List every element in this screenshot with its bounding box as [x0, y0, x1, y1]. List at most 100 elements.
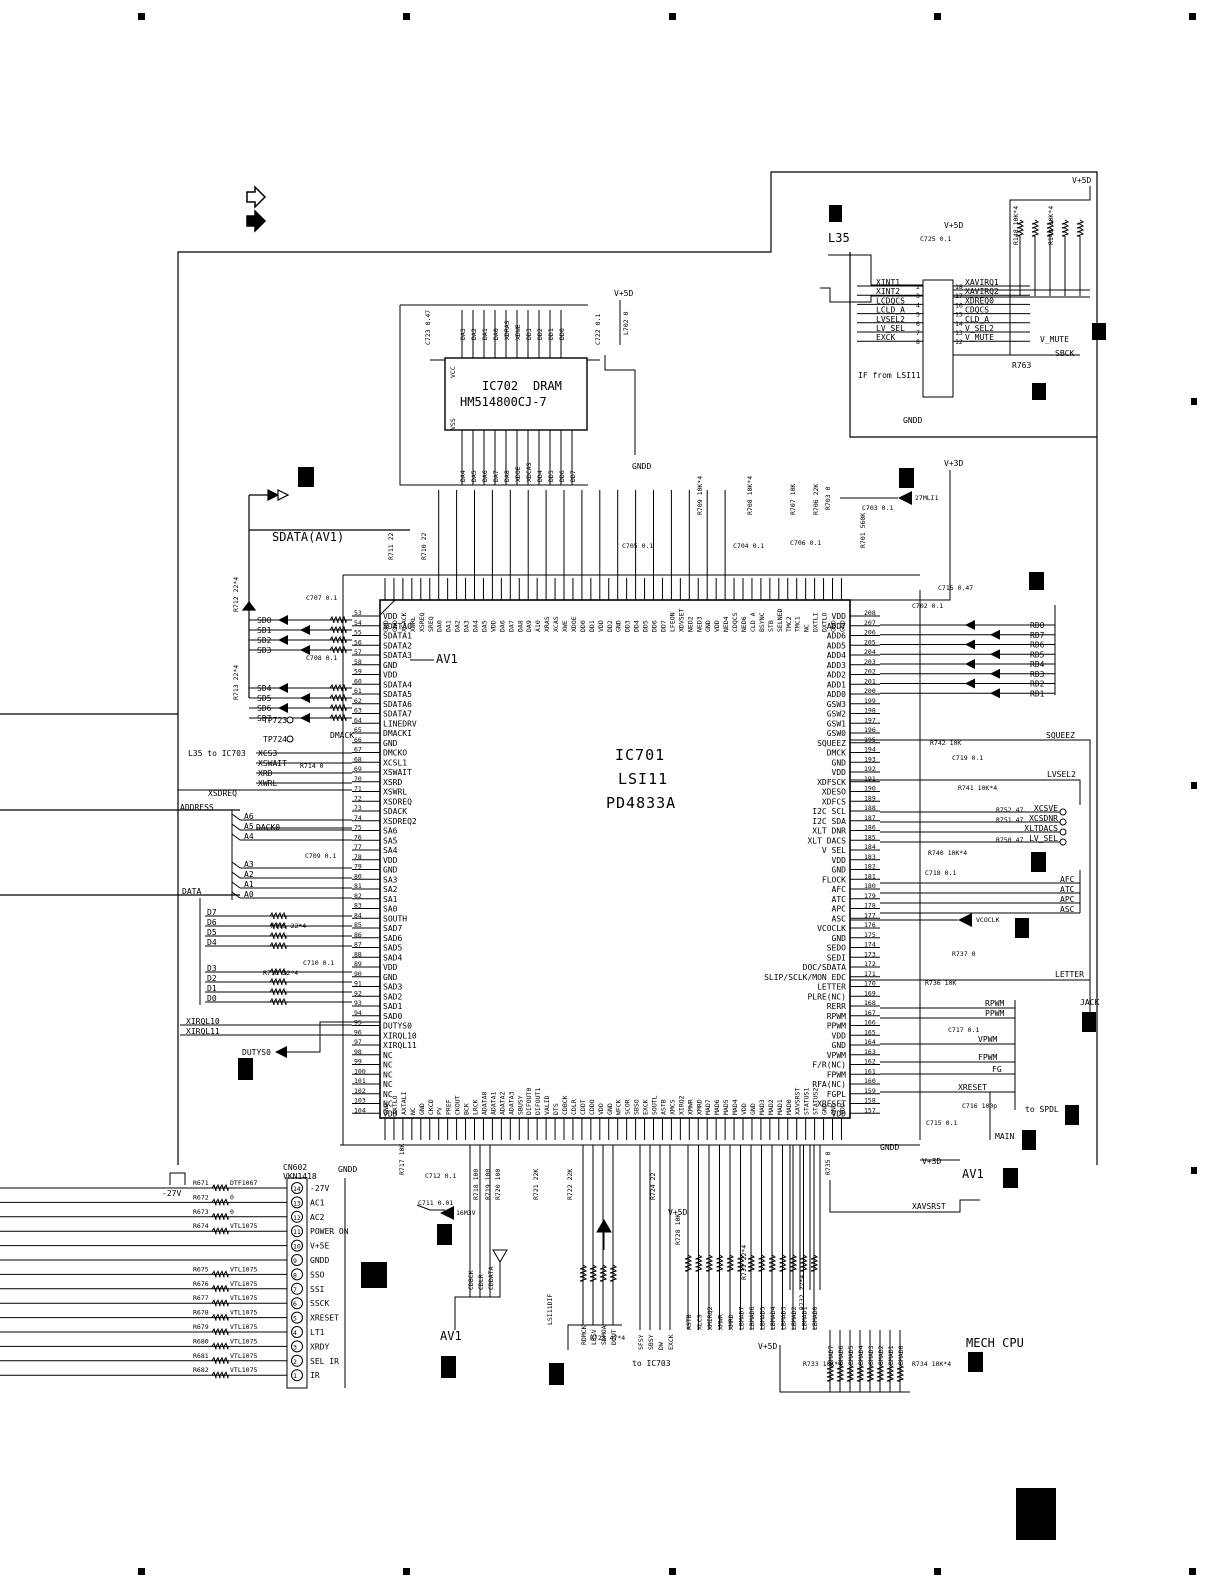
bmad-label: BMAD1: [887, 1345, 895, 1365]
ic701-left-pin-number: 54: [354, 619, 362, 627]
ic701-bottom-pin-name: DIFOUT0: [525, 1088, 533, 1115]
right-ctrl-terminal: [1059, 828, 1067, 836]
mech-bottom-label: XMIRQ2: [706, 1306, 714, 1330]
ic701-left-pin-number: 92: [354, 989, 362, 997]
bmad-label: BMAD4: [857, 1345, 865, 1365]
dack-label: DACK0: [256, 823, 280, 832]
cn602-resistor: [211, 1371, 229, 1379]
ic701-right-pin-number: 183: [864, 853, 876, 861]
ic701-right-pin-name: SEDI: [827, 953, 846, 962]
ic702-type: DRAM: [533, 379, 562, 393]
ic701-bottom-pin-name: NC: [409, 1107, 417, 1115]
cn602-pin-circle: [291, 1340, 303, 1353]
vcoclk-label: VCOCLK: [976, 916, 1000, 924]
ic701-left-pin-name: NC: [383, 1070, 393, 1079]
ic701-right-pin-name: LETTER: [817, 983, 846, 992]
ic702-top-pin-name: DA0: [492, 328, 500, 340]
cn602-pin-circle: [291, 1239, 303, 1252]
cn602-resistor-value: VTL1075: [230, 1337, 257, 1345]
cn602-pin-name: SSO: [310, 1270, 325, 1279]
ic701-left-pin-number: 80: [354, 872, 362, 880]
if-bottom-label: DW: [657, 1342, 665, 1350]
bmad-label: BMAD2: [877, 1345, 885, 1365]
ic701-right-pin-name: XLT DACS: [807, 836, 846, 845]
cn602-pin-name: SEL IR: [310, 1357, 339, 1366]
ic701-bottom-pin-name: XMWR: [686, 1099, 694, 1115]
ic701-bottom-pin-name: XAVSRST: [794, 1088, 802, 1115]
capacitor-label: C715 0.1: [926, 1119, 957, 1127]
capacitor-label: C716 100p: [962, 1102, 997, 1110]
ic701-right-pin-name: RPWM: [827, 1012, 846, 1021]
right-analog-label: ASC: [1060, 905, 1075, 914]
l35-pullup: [1016, 219, 1025, 237]
l35-out-pin: 16: [955, 301, 963, 309]
ic702-top-pin-name: DD3: [525, 328, 533, 340]
ic701-right-pin-name: FLOCK: [822, 875, 846, 884]
l35-in-label: LCDQCS: [876, 296, 905, 305]
ic701-left-pin-number: 73: [354, 804, 362, 812]
duty-label: DUTYS0: [242, 1048, 271, 1057]
ic701-right-pin-number: 172: [864, 960, 876, 968]
l35-block: [820, 186, 1091, 398]
ic702-box: [399, 304, 588, 486]
cn602-resistor: [211, 1313, 229, 1321]
ic701-left-pin-number: 97: [354, 1038, 362, 1046]
ic701-right-pin-number: 188: [864, 804, 876, 812]
capacitor-label: C719 0.1: [952, 754, 983, 762]
ic701-top-pin-name: DA0: [436, 620, 444, 632]
ic701-right-pin-number: 170: [864, 980, 876, 988]
ic701-bottom-pin-name: AXTALI: [400, 1091, 408, 1115]
to-ic703-label: to IC703: [632, 1359, 671, 1368]
ic701-top-pin-name: GND: [704, 620, 712, 632]
ic701-right-pin-name: PLRE(NC): [807, 992, 846, 1001]
xirq-label: XIRQL10: [186, 1017, 220, 1026]
ic701-top-pin-name: XWRL: [409, 616, 417, 632]
ic701-bottom-pin-name: XMRD: [695, 1099, 703, 1115]
sub-bottom-label: LRSV: [590, 1329, 598, 1345]
resistor-label: R720 100: [494, 1169, 502, 1200]
m27v-label: -27V: [162, 1189, 181, 1198]
bmad-label: BMAD6: [837, 1345, 845, 1365]
mech-bottom-label: LBMAD7: [738, 1306, 746, 1330]
ic701-bottom-pin-name: MAD7: [704, 1099, 712, 1115]
right-analog-label: APC: [1060, 895, 1075, 904]
ic701-left-pin-name: XSWAIT: [383, 768, 412, 777]
ic701-bottom-pin-name: MAD4: [731, 1099, 739, 1115]
ic702-bottom-pin-name: DA4: [459, 470, 467, 482]
ic701-top-pin-name: DA2: [454, 620, 462, 632]
data-bus-label: D3: [207, 964, 217, 973]
ic701-top-pin-name: XWE: [561, 620, 569, 632]
ic702-vcc: VCC: [449, 366, 457, 378]
ic701-left-pin-name: SOUTH: [383, 914, 407, 923]
clk27-label: 27MLI1: [915, 494, 939, 502]
cn602-pin-name: GNDD: [310, 1256, 329, 1265]
ic701-bottom-pin-name: GND: [821, 1103, 829, 1115]
mech-bottom-label: ASTB: [685, 1314, 693, 1330]
l35-in-label: XINT1: [876, 278, 900, 287]
right-ctrl-label: XLTDACS: [1024, 824, 1058, 833]
ic701-left-pin-number: 102: [354, 1087, 366, 1095]
ic701-left-pin-name: GND: [383, 866, 398, 875]
cn602-resistor-ref: R671: [193, 1179, 209, 1187]
ic701-left-pin-name: SDATA2: [383, 641, 412, 650]
mech-bottom-label: XMRD: [727, 1314, 735, 1330]
sd-arrow: [278, 615, 288, 625]
ic701-left-pin-number: 75: [354, 824, 362, 832]
ic701-top-pin-name: XDVSET: [677, 608, 685, 632]
ic701-top-pin-name: DD0: [579, 620, 587, 632]
ic701-left-pin-name: XSRD: [383, 778, 402, 787]
ic702-top-pin-name: DA2: [470, 328, 478, 340]
ic701-right-pin-name: ADD1: [827, 680, 846, 689]
ic701-bottom-pin-name: CDLR: [570, 1099, 578, 1115]
ic701-top-pin-name: VDD: [597, 620, 605, 632]
cn602-resistor-ref: R674: [193, 1222, 209, 1230]
ic701-right-pin-number: 190: [864, 785, 876, 793]
cn602-pin-circle: [291, 1297, 303, 1310]
ic701-right-pin-name: VPWM: [827, 1051, 846, 1060]
ic701-top-pin-name: DD5: [642, 620, 650, 632]
address-label: A3: [244, 860, 254, 869]
ic701-top-pin-name: DA4: [472, 620, 480, 632]
ic701-left-pin-number: 67: [354, 746, 362, 754]
